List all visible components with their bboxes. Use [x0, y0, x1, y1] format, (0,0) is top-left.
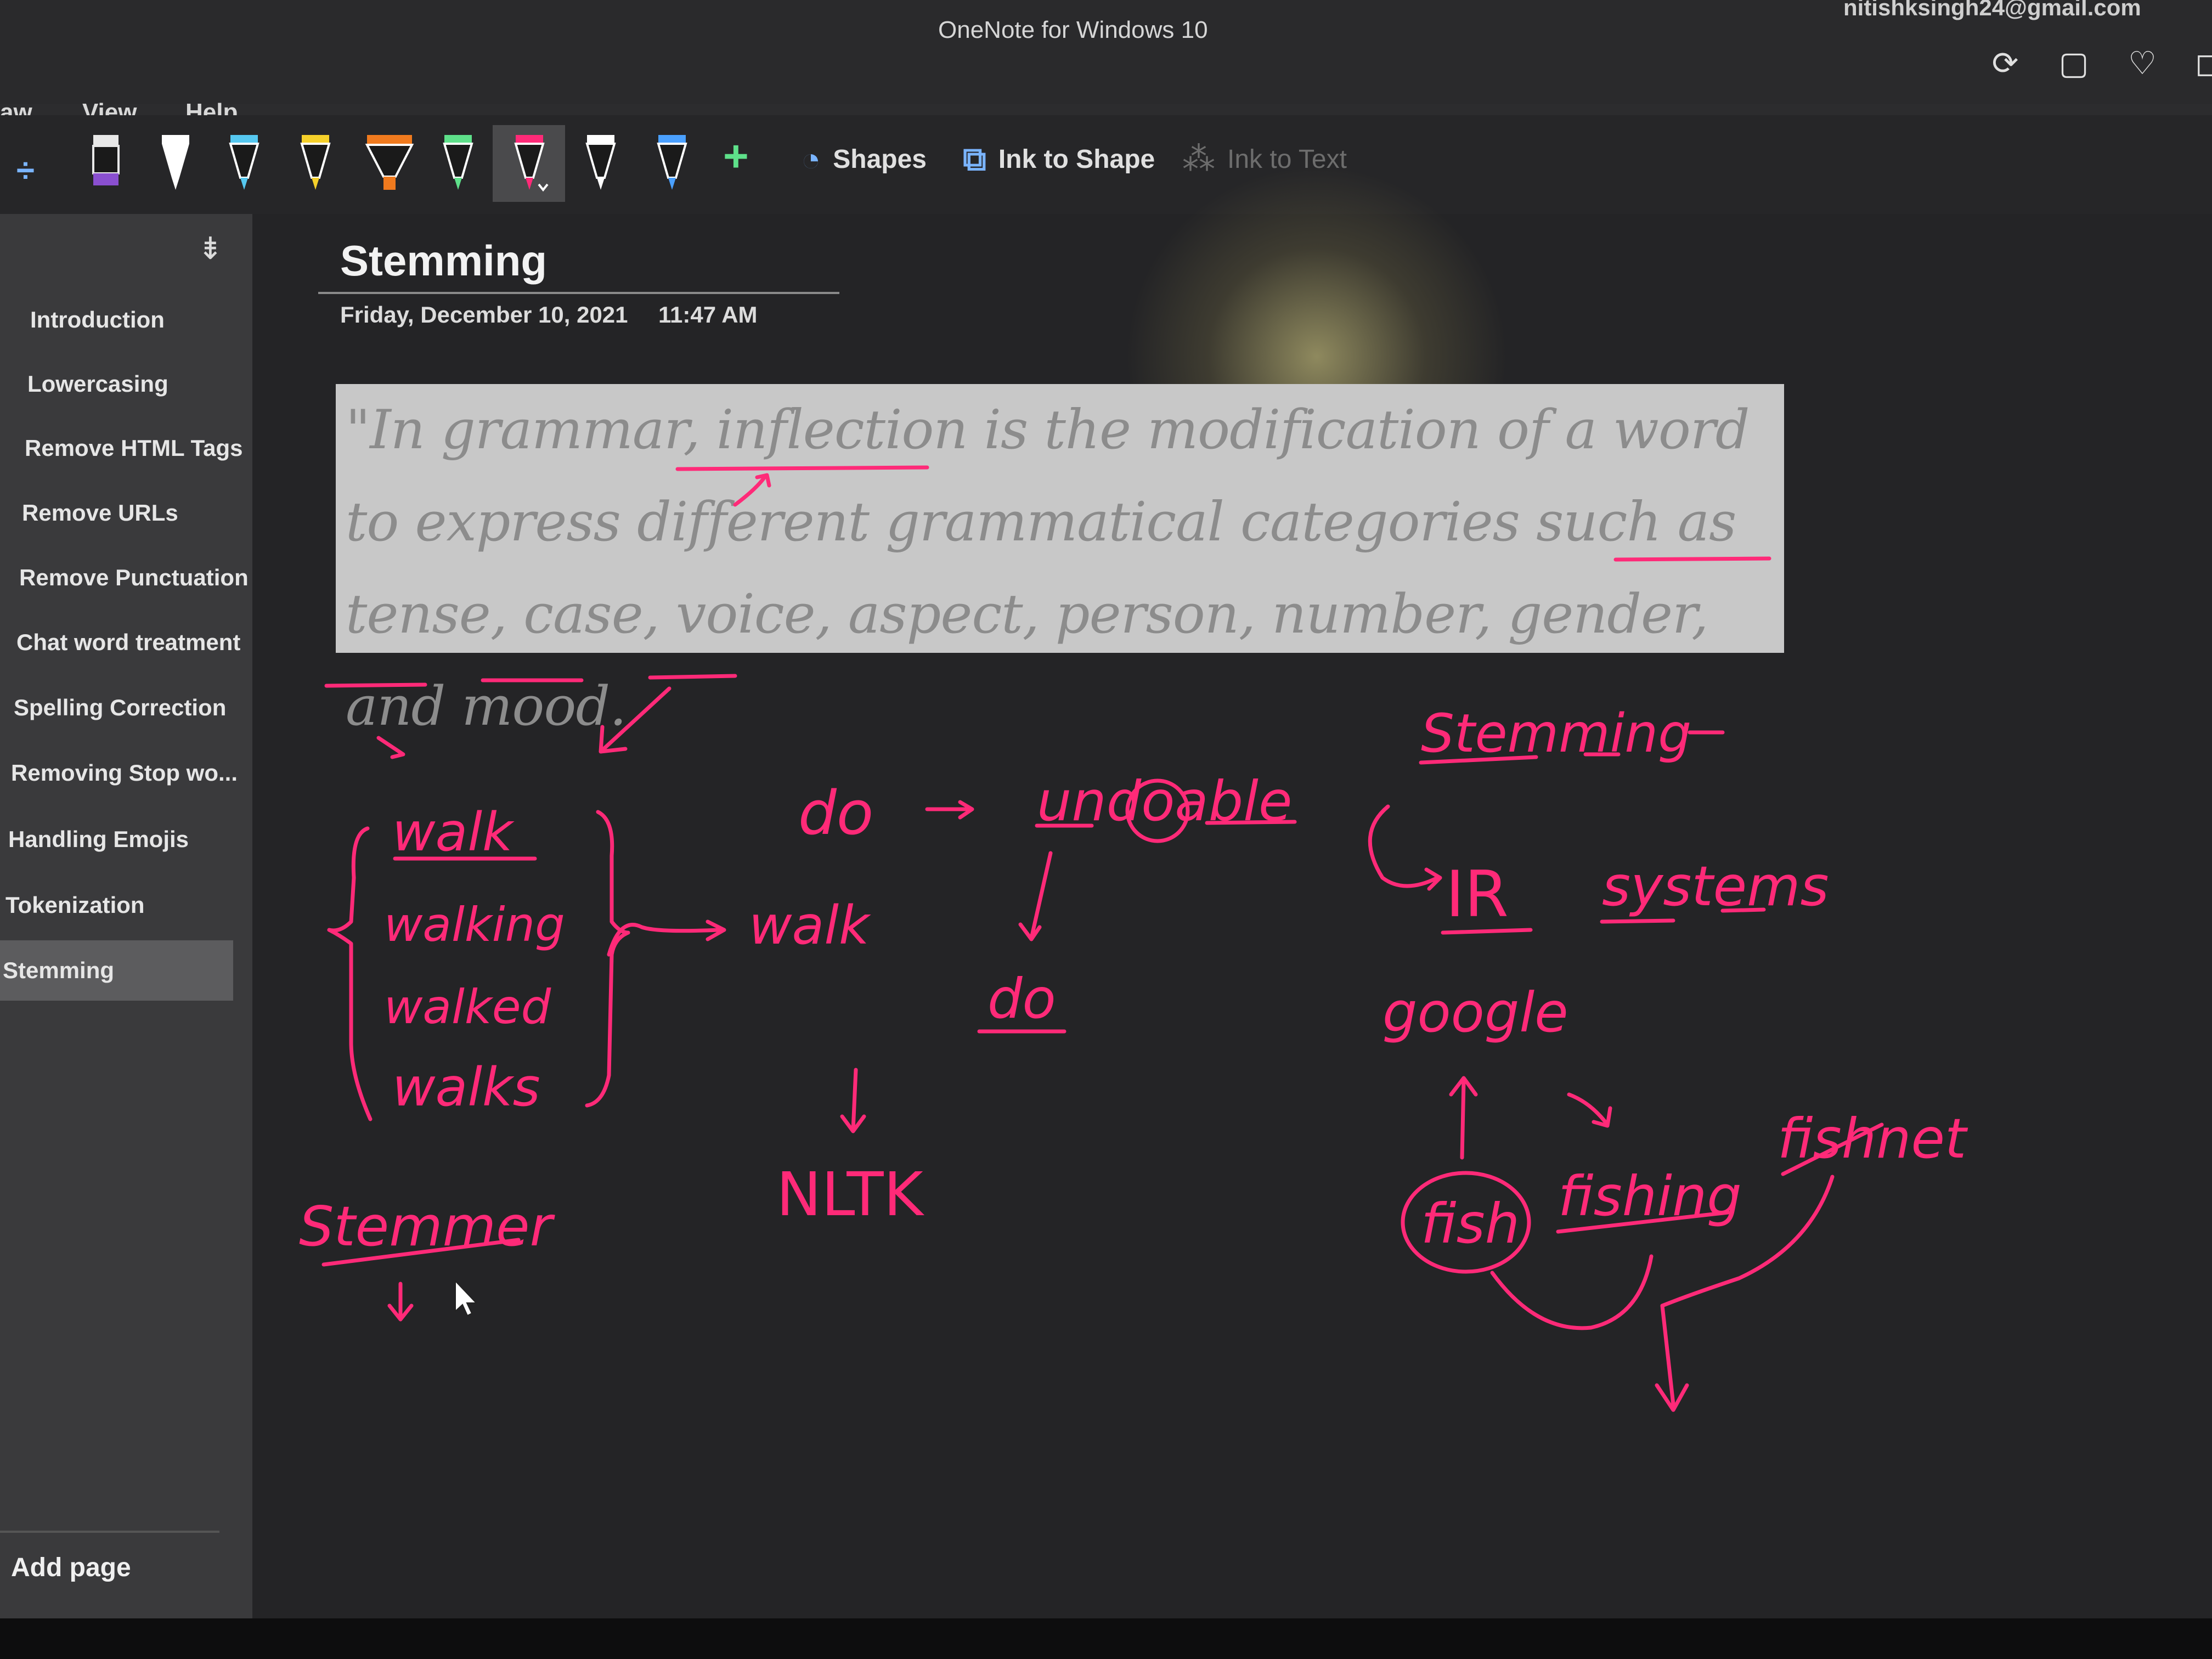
pen-blue-icon[interactable] [653, 132, 691, 198]
ink-to-shape-button[interactable]: ⧉ Ink to Shape [963, 137, 1155, 181]
page-date: Friday, December 10, 2021 [340, 302, 628, 328]
sticky-notes-icon[interactable]: ▢ [2058, 46, 2089, 81]
page-item-introduction[interactable]: Introduction [0, 290, 272, 350]
pen-yellow-icon[interactable] [296, 132, 335, 198]
page-item-remove-urls[interactable]: Remove URLs [0, 483, 263, 543]
notifications-icon[interactable]: ◻ [2194, 46, 2212, 81]
pen-white-2-icon[interactable] [582, 132, 620, 198]
page-item-remove-html-tags[interactable]: Remove HTML Tags [0, 418, 266, 478]
shapes-label: Shapes [833, 144, 927, 174]
page-item-label: Spelling Correction [14, 695, 227, 720]
page-title[interactable]: Stemming [340, 236, 548, 285]
pen-green-icon[interactable] [439, 132, 477, 198]
add-page-button[interactable]: Add page [11, 1553, 131, 1582]
pen-black-purple-icon[interactable] [87, 132, 125, 198]
page-item-spelling-correction[interactable]: Spelling Correction [0, 678, 255, 738]
pen-pink-icon[interactable] [510, 132, 549, 198]
page-item-label: Handling Emojis [8, 826, 189, 852]
ink-to-shape-label: Ink to Shape [998, 144, 1155, 174]
ink-to-text-icon: ⁂ [1182, 140, 1215, 177]
lightbulb-icon[interactable]: ♡ [2128, 46, 2157, 81]
page-item-label: Remove HTML Tags [25, 435, 243, 461]
insert-space-icon[interactable]: ÷ [16, 151, 35, 189]
quote-text-box[interactable]: "In grammar, inflection is the modificat… [336, 384, 1784, 738]
page-item-label: Remove URLs [22, 500, 178, 526]
title-divider [318, 292, 839, 294]
page-item-label: Stemming [3, 957, 115, 983]
page-item-handling-emojis[interactable]: Handling Emojis [0, 809, 250, 870]
app-title: OneNote for Windows 10 [938, 16, 1208, 43]
page-item-label: Chat word treatment [16, 629, 241, 655]
sync-icon[interactable]: ⟳ [1991, 46, 2019, 81]
page-item-remove-punctuation[interactable]: Remove Punctuation [0, 548, 261, 608]
draw-toolbar [0, 115, 2212, 214]
add-pen-icon[interactable]: + [723, 132, 749, 180]
user-account[interactable]: nitishksingh24@gmail.com [1843, 0, 2141, 20]
page-item-chat-word-treatment[interactable]: Chat word treatment [0, 612, 258, 673]
page-item-stemming[interactable]: Stemming [0, 940, 233, 1001]
monitor-bezel [0, 1618, 2212, 1659]
shapes-icon: ◔ [801, 140, 821, 178]
shapes-button[interactable]: ◔ Shapes [801, 137, 927, 181]
highlighter-orange-icon[interactable] [365, 132, 414, 198]
sidebar-divider [0, 1531, 219, 1533]
page-item-label: Removing Stop wo... [11, 760, 238, 786]
page-item-tokenization[interactable]: Tokenization [0, 875, 247, 935]
page-item-lowercasing[interactable]: Lowercasing [0, 354, 269, 414]
page-item-label: Remove Punctuation [19, 565, 249, 590]
page-item-label: Lowercasing [27, 371, 168, 397]
page-item-label: Tokenization [5, 892, 145, 918]
page-item-removing-stop-words[interactable]: Removing Stop wo... [0, 743, 252, 803]
page-time: 11:47 AM [658, 302, 758, 328]
sort-pages-icon[interactable]: ⇟ [198, 231, 223, 266]
ink-to-shape-icon: ⧉ [963, 140, 986, 177]
page-item-label: Introduction [30, 307, 165, 332]
pen-light-blue-icon[interactable] [225, 132, 263, 198]
title-bar: OneNote for Windows 10 nitishksingh24@gm… [0, 0, 2212, 104]
pen-white-icon[interactable] [156, 132, 195, 198]
quote-text[interactable]: "In grammar, inflection is the modificat… [346, 399, 1750, 738]
page-list-sidebar [0, 214, 252, 1618]
